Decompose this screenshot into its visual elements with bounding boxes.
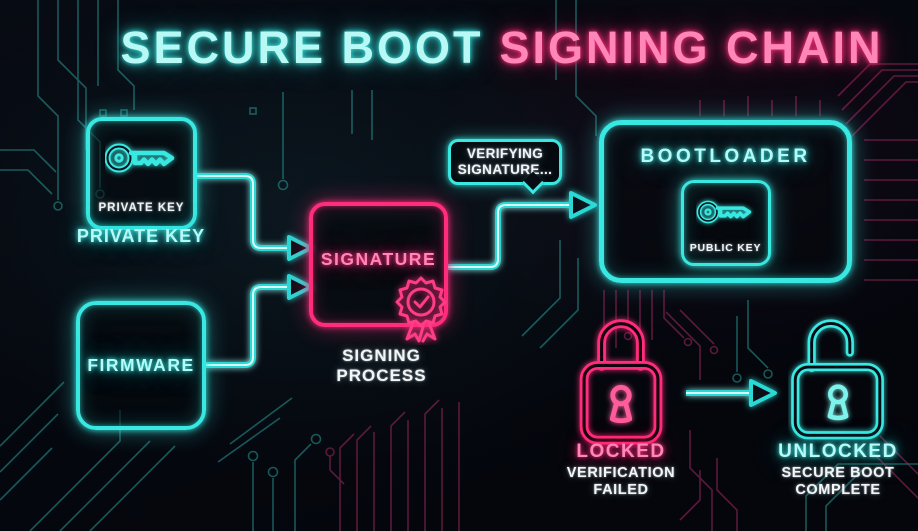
padlock-unlocked-icon xyxy=(791,319,884,440)
verifying-speech-bubble: VERIFYING SIGNATURE... xyxy=(448,139,562,195)
private-key-inner-label: PRIVATE KEY xyxy=(98,202,185,214)
arrowhead-icon xyxy=(287,274,313,300)
title-signing-chain: SIGNING CHAIN xyxy=(499,22,884,73)
page-title: SECURE BOOT SIGNING CHAIN xyxy=(0,22,918,74)
arrowhead-icon xyxy=(749,379,777,407)
padlock-locked-icon xyxy=(579,319,663,445)
firmware-box: FIRMWARE xyxy=(76,301,206,430)
unlocked-label: UNLOCKED xyxy=(778,441,898,462)
title-secure-boot: SECURE BOOT xyxy=(120,22,484,73)
public-key-box: PUBLIC KEY xyxy=(680,180,771,266)
arrow-signature-to-bootloader xyxy=(448,202,569,270)
key-icon xyxy=(696,200,751,224)
locked-label: LOCKED xyxy=(576,441,666,462)
verifying-speech-text: VERIFYING SIGNATURE... xyxy=(457,145,553,177)
arrowhead-icon xyxy=(569,191,597,219)
public-key-inner-label: PUBLIC KEY xyxy=(689,242,762,254)
bootloader-label: BOOTLOADER xyxy=(640,146,811,167)
arrowhead-icon xyxy=(287,235,313,261)
bootloader-box: BOOTLOADER PUBLIC KEY xyxy=(599,120,852,283)
unlocked-caption: SECURE BOOT COMPLETE xyxy=(781,465,895,499)
locked-caption: VERIFICATION FAILED xyxy=(566,465,676,499)
signing-process-caption: SIGNING PROCESS xyxy=(336,346,427,386)
signature-label: SIGNATURE xyxy=(320,249,437,269)
firmware-label: FIRMWARE xyxy=(87,355,195,375)
signature-box: SIGNATURE xyxy=(309,202,448,327)
arrow-firmware-to-signature xyxy=(206,284,287,368)
private-key-caption: PRIVATE KEY xyxy=(76,226,206,246)
private-key-box: PRIVATE KEY xyxy=(86,117,197,230)
key-icon xyxy=(104,143,174,173)
